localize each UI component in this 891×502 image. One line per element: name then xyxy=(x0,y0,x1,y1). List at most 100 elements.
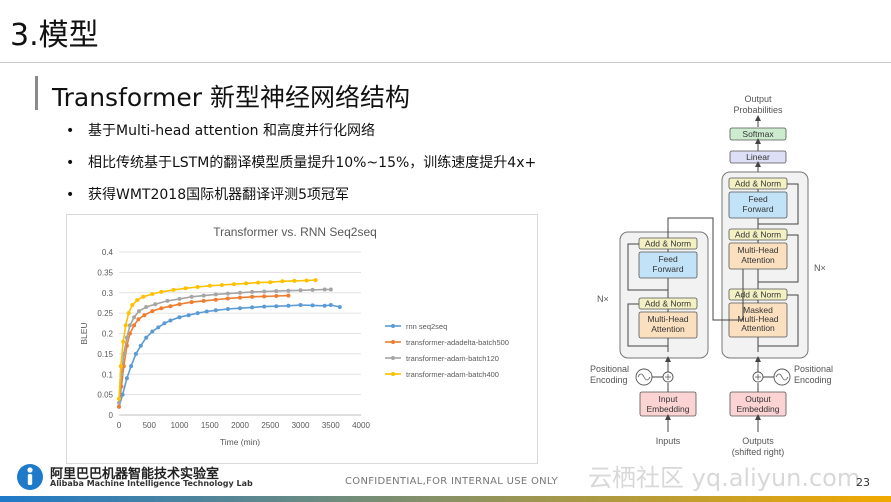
add-norm-label: Add & Norm xyxy=(735,290,781,300)
positional-encoding-right-label: Encoding xyxy=(794,375,832,385)
data-point xyxy=(219,283,224,287)
add-norm-label: Add & Norm xyxy=(735,179,781,189)
add-norm-label: Add & Norm xyxy=(645,239,691,249)
outputs-label: (shifted right) xyxy=(732,447,785,457)
data-point xyxy=(171,287,176,292)
data-point xyxy=(150,292,155,296)
data-point xyxy=(201,298,206,303)
x-tick-label: 4000 xyxy=(352,421,370,430)
feed-forward-label: Forward xyxy=(742,204,773,214)
data-point xyxy=(280,279,285,284)
legend-swatch-marker xyxy=(391,356,395,360)
data-point xyxy=(117,396,121,401)
data-point xyxy=(256,280,261,285)
footer-accent-strip xyxy=(0,496,891,502)
data-point xyxy=(141,294,146,299)
linear-label: Linear xyxy=(746,152,770,162)
data-point xyxy=(310,303,315,308)
data-point xyxy=(213,308,218,313)
data-point xyxy=(132,323,137,328)
chart-canvas: Transformer vs. RNN Seq2seq00.050.10.150… xyxy=(79,225,509,447)
x-axis-label: Time (min) xyxy=(220,437,260,447)
positional-encoding-right-label: Positional xyxy=(794,364,833,374)
add-norm-label: Add & Norm xyxy=(735,230,781,240)
add-norm-label: Add & Norm xyxy=(645,299,691,309)
feed-forward-label: Feed xyxy=(748,194,768,204)
output-probabilities-label: Probabilities xyxy=(733,105,783,115)
data-point xyxy=(298,303,303,307)
data-point xyxy=(225,296,230,301)
encoder-nx-label: N× xyxy=(597,294,609,304)
data-point xyxy=(177,302,182,307)
series-line-transformer-adam-batch400 xyxy=(118,279,316,399)
data-point xyxy=(168,318,173,323)
data-point xyxy=(274,294,279,298)
bullet-item: • 基于Multi-head attention 和高度并行化网络 xyxy=(66,120,375,140)
data-point xyxy=(177,315,182,320)
series-line-transformer-adam-batch120 xyxy=(118,288,331,403)
legend-label: transformer-adadelta-batch500 xyxy=(406,338,509,347)
bullet-glyph: • xyxy=(66,187,75,203)
data-point xyxy=(135,298,140,303)
encoder-stack xyxy=(619,231,709,359)
data-point xyxy=(159,289,164,294)
bullet-text: 基于Multi-head attention 和高度并行化网络 xyxy=(88,123,375,139)
legend-swatch-marker xyxy=(391,372,395,376)
y-axis-label: BLEU xyxy=(79,322,89,344)
data-point xyxy=(117,404,121,409)
attention-label: Attention xyxy=(651,324,685,334)
legend-swatch-marker xyxy=(391,324,395,328)
attention-label: Multi-Head xyxy=(737,245,778,255)
data-point xyxy=(225,291,230,296)
data-point xyxy=(231,282,236,287)
legend-label: transformer-adam-batch400 xyxy=(406,370,499,379)
data-point xyxy=(127,323,132,328)
data-point xyxy=(137,309,141,314)
data-point xyxy=(142,313,147,318)
data-point xyxy=(250,294,255,299)
y-tick-label: 0.15 xyxy=(97,350,113,359)
data-point xyxy=(328,287,333,292)
y-tick-label: 0.1 xyxy=(102,370,114,379)
data-point xyxy=(328,303,333,307)
x-tick-label: 3000 xyxy=(292,421,310,430)
data-point xyxy=(165,298,170,303)
data-point xyxy=(238,306,242,311)
x-tick-label: 500 xyxy=(143,421,157,430)
data-point xyxy=(117,400,121,405)
data-point xyxy=(262,289,267,294)
transformer-architecture-diagram: Output Probabilities Softmax Linear Add … xyxy=(590,94,833,457)
masked-attention-label: Masked xyxy=(743,305,773,315)
bullet-glyph: • xyxy=(66,123,75,139)
data-point xyxy=(225,307,230,311)
input-embedding-label: Input xyxy=(659,394,679,404)
x-tick-label: 0 xyxy=(117,421,122,430)
data-point xyxy=(168,304,173,309)
data-point xyxy=(274,289,279,294)
data-point xyxy=(120,392,125,397)
data-point xyxy=(322,303,327,308)
data-point xyxy=(201,293,206,298)
y-tick-label: 0.3 xyxy=(102,289,114,298)
data-point xyxy=(250,289,255,294)
data-point xyxy=(159,306,164,311)
logo-name-cn: 阿里巴巴机器智能技术实验室 xyxy=(50,467,220,482)
data-point xyxy=(129,364,134,369)
feed-forward-label: Feed xyxy=(658,254,678,264)
chart-title: Transformer vs. RNN Seq2seq xyxy=(213,225,377,239)
data-point xyxy=(195,285,200,289)
data-point xyxy=(138,343,143,348)
masked-attention-label: Multi-Head xyxy=(737,314,778,324)
data-point xyxy=(238,295,242,300)
data-point xyxy=(274,304,279,309)
attention-label: Attention xyxy=(741,255,775,265)
alibaba-mit-lab-logo-icon xyxy=(17,464,43,490)
data-point xyxy=(133,351,138,356)
softmax-label: Softmax xyxy=(742,129,774,139)
bullet-text: 相比传统基于LSTM的翻译模型质量提升10%~15%，训练速度提升4x+ xyxy=(88,155,537,171)
data-point xyxy=(262,294,267,299)
output-embedding-label: Embedding xyxy=(736,404,779,414)
data-point xyxy=(286,303,291,308)
bullet-item: •获得WMT2018国际机器翻译评测5项冠军 xyxy=(66,184,349,204)
data-point xyxy=(150,309,155,314)
